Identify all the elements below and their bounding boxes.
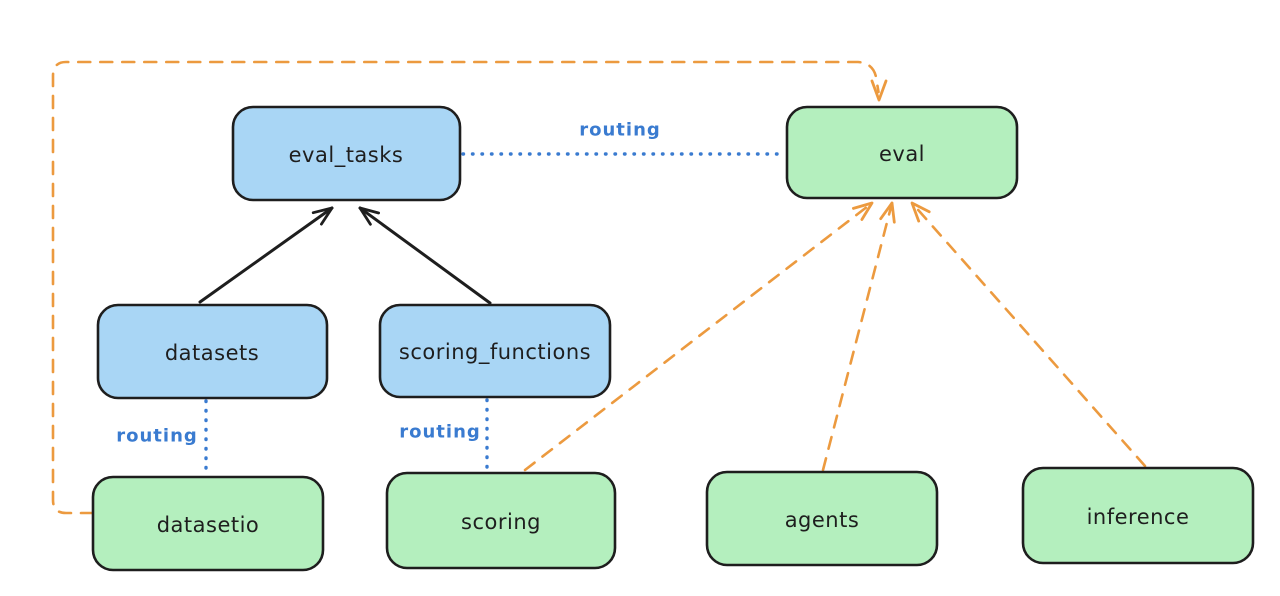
edge-datasetio-to-eval-loop (51, 60, 880, 515)
node-eval-tasks-box (231, 105, 462, 202)
node-eval-label: eval (879, 142, 925, 166)
edge-agents-to-eval (821, 201, 894, 472)
arrowhead-datasetio-to-eval (870, 79, 888, 102)
edge-datasets-to-eval-tasks (198, 206, 334, 304)
node-eval-box (785, 105, 1019, 200)
node-datasets-box (96, 303, 329, 400)
node-datasetio: datasetio (91, 475, 325, 572)
node-eval-tasks: eval_tasks (231, 105, 462, 202)
node-inference: inference (1021, 466, 1255, 565)
arrowhead-scoring-to-eval (852, 201, 874, 221)
node-agents: agents (705, 470, 939, 567)
node-inference-label: inference (1087, 505, 1190, 529)
node-scoring-functions-box (378, 303, 612, 399)
node-agents-box (705, 470, 939, 567)
arrowhead-datasets-to-eval-tasks (311, 206, 334, 226)
node-scoring-label: scoring (461, 510, 541, 534)
node-scoring-functions: scoring_functions (378, 303, 612, 399)
node-inference-box (1021, 466, 1255, 565)
edge-inference-to-eval (910, 201, 1147, 468)
arrowhead-agents-to-eval (879, 201, 896, 224)
node-scoring: scoring (385, 471, 617, 570)
routing-label-datasets: routing (116, 426, 198, 447)
routing-label-scoring: routing (399, 422, 481, 443)
node-eval-tasks-label: eval_tasks (289, 143, 404, 168)
node-agents-label: agents (785, 508, 860, 532)
node-datasetio-label: datasetio (157, 513, 260, 537)
arrowhead-inference-to-eval (910, 201, 931, 223)
node-datasets: datasets (96, 303, 329, 400)
node-eval: eval (785, 105, 1019, 200)
arrowhead-scoring-functions-to-eval-tasks (358, 206, 380, 226)
node-datasets-label: datasets (165, 341, 259, 365)
node-scoring-functions-label: scoring_functions (399, 340, 591, 365)
edge-scoring-functions-to-eval-tasks (358, 206, 492, 305)
node-datasetio-box (91, 475, 325, 572)
routing-label-top: routing (579, 120, 661, 141)
edge-scoring-to-eval (523, 201, 874, 472)
node-scoring-box (385, 471, 617, 570)
